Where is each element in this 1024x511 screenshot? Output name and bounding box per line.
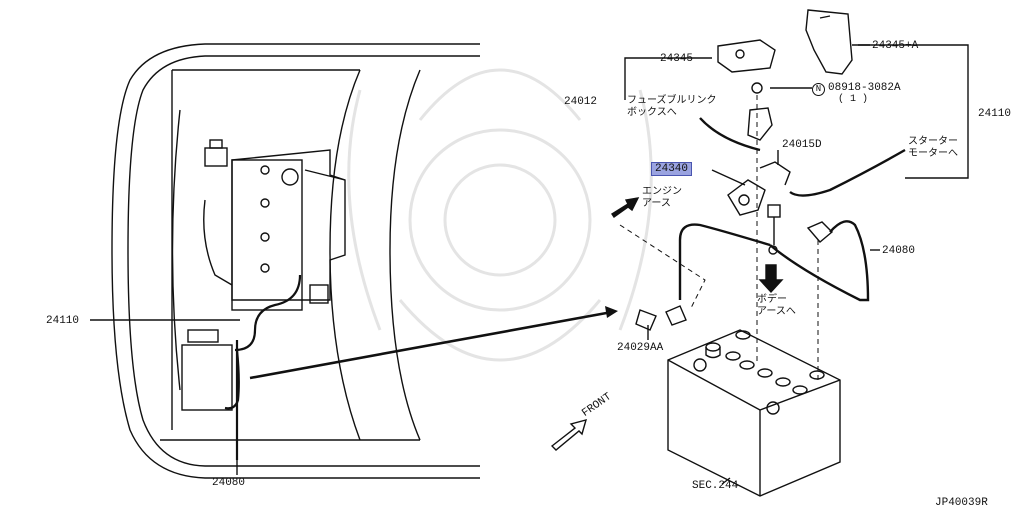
label-24110-left: 24110: [46, 315, 80, 327]
label-engine-earth-2: アース: [642, 198, 671, 209]
label-24080-right: 24080: [882, 245, 916, 257]
label-engine-earth-1: エンジン: [642, 186, 682, 197]
vehicle-outline: [111, 43, 480, 479]
cover-24345a: [805, 9, 853, 75]
label-bolt-qty: ( 1 ): [838, 94, 869, 105]
leader-sec: [721, 477, 731, 485]
leader-bracket-24110: [858, 44, 969, 179]
label-body-earth-1: ボデー: [757, 294, 787, 305]
vehicle-fuse-box: [187, 329, 219, 343]
engine-block: [203, 139, 346, 311]
vehicle-battery: [181, 344, 233, 411]
label-sec-244: SEC.244: [692, 480, 739, 492]
battery: [667, 329, 841, 497]
cover-24345: [717, 39, 776, 73]
label-24345a: 24345+A: [872, 40, 919, 52]
label-starter-2: モーターへ: [908, 148, 958, 159]
dashed-guides: [619, 95, 819, 380]
diagram-id: JP40039R: [935, 497, 988, 509]
battery-cables: [678, 117, 906, 302]
body-earth-arrow: [758, 264, 784, 294]
label-24110-right: 24110: [978, 108, 1012, 120]
watermark-emblem: [347, 68, 653, 362]
label-bolt-number: 08918-3082A: [828, 82, 901, 94]
callout-arrow-head: [605, 306, 618, 318]
engine-earth-arrow: [611, 197, 640, 218]
label-24029aa: 24029AA: [617, 342, 664, 354]
label-24012: 24012: [564, 96, 598, 108]
front-arrow: [550, 419, 588, 451]
label-24340-highlighted[interactable]: 24340: [651, 162, 693, 176]
vehicle-wiring: [224, 274, 613, 460]
leader-bracket-24012: [624, 57, 712, 100]
label-fusible-link-1: フューズブルリンク: [627, 95, 717, 106]
bolt-circle-mark: N: [812, 83, 825, 96]
label-24345: 24345: [660, 53, 694, 65]
label-fusible-link-2: ボックスへ: [627, 107, 677, 118]
label-body-earth-2: アースへ: [757, 306, 796, 317]
label-starter-1: スターター: [908, 136, 958, 147]
label-24015d: 24015D: [782, 139, 822, 151]
leader-24340: [711, 169, 746, 186]
label-24080-bottom: 24080: [212, 477, 246, 489]
